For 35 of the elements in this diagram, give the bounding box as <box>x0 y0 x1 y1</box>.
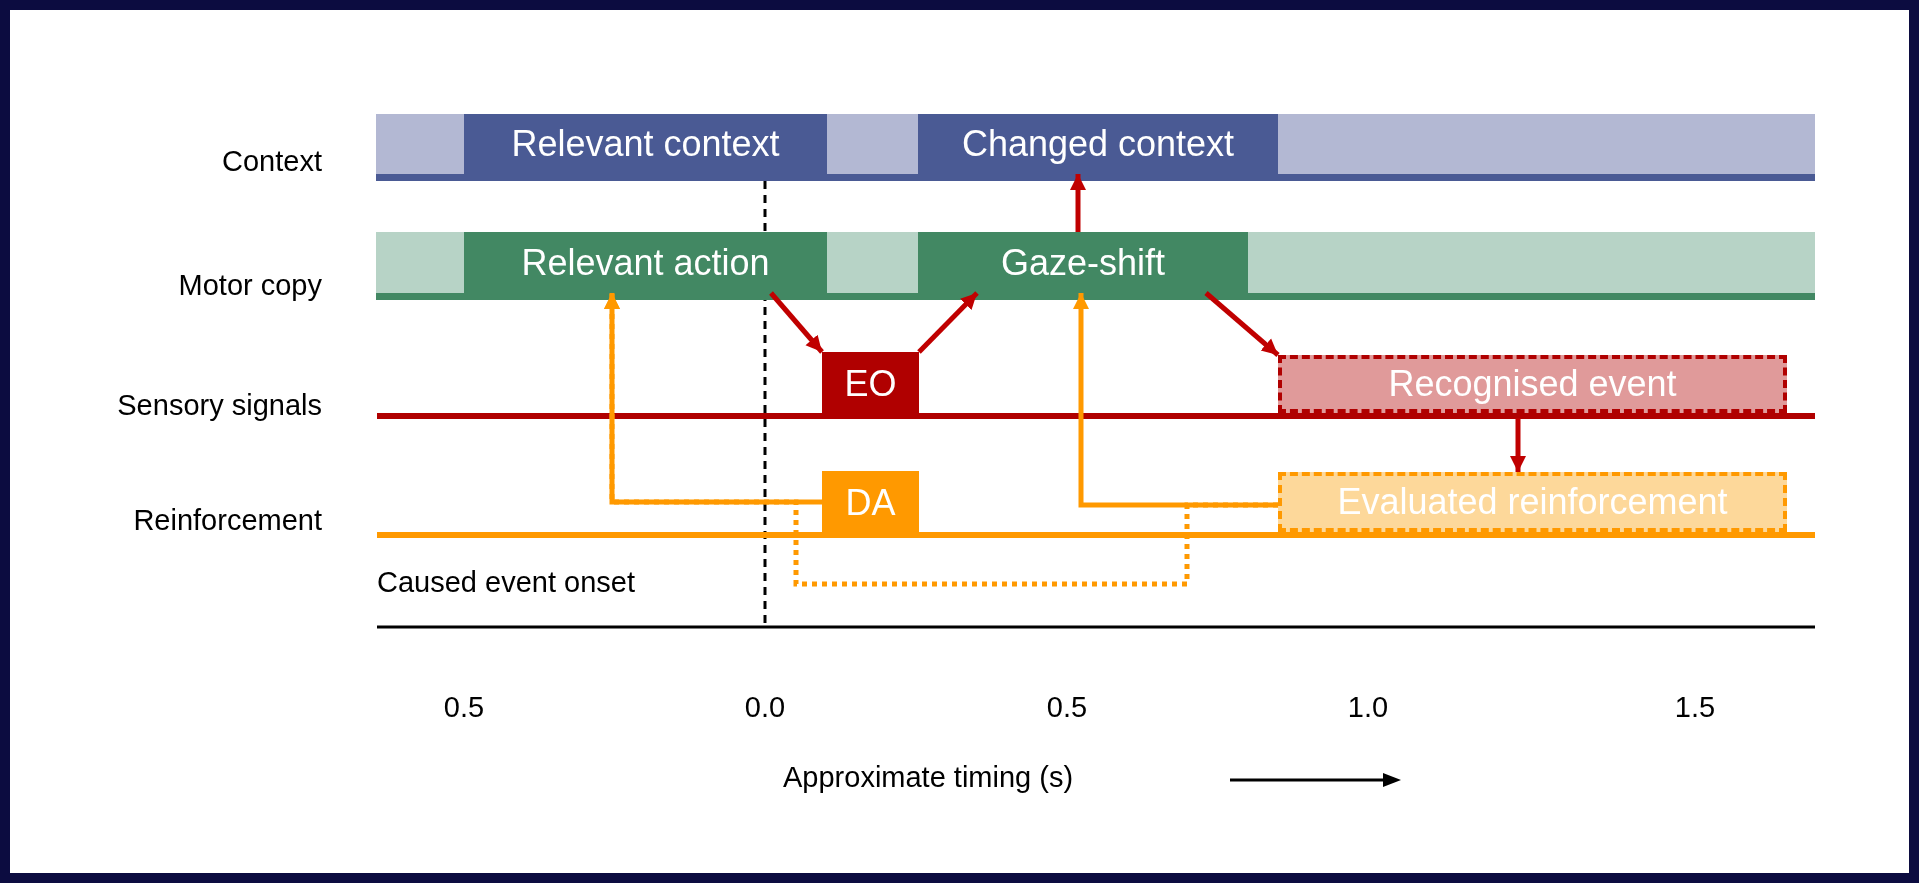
row-label: Reinforcement <box>133 503 322 537</box>
arrow <box>1070 174 1086 232</box>
row-label: Sensory signals <box>117 388 322 422</box>
arrow <box>1510 418 1526 472</box>
event-box <box>464 232 827 293</box>
event-box <box>822 352 919 416</box>
timeline-bar <box>376 232 1815 300</box>
tick-label: 1.0 <box>1347 690 1389 724</box>
event-box <box>918 232 1248 293</box>
box-text: DA <box>845 482 896 524</box>
tick-label: 0.0 <box>744 690 786 724</box>
arrow <box>1204 291 1280 357</box>
event-box <box>1278 355 1787 413</box>
arrow <box>604 293 1278 587</box>
event-box <box>822 471 919 535</box>
event-box <box>464 114 827 174</box>
event-box <box>918 114 1278 174</box>
event-box <box>1278 472 1787 532</box>
arrow <box>769 291 824 354</box>
timeline-bar <box>376 114 1815 181</box>
tick-label: 1.5 <box>1674 690 1716 724</box>
box-text: Evaluated reinforcement <box>1337 481 1728 523</box>
box-text: Changed context <box>961 123 1235 165</box>
row-label: Motor copy <box>178 268 322 302</box>
axis-title: Approximate timing (s) <box>783 760 1074 794</box>
box-text: EO <box>844 363 897 405</box>
tick-label: 0.5 <box>1046 690 1088 724</box>
tick-label: 0.5 <box>443 690 485 724</box>
box-text: Relevant action <box>521 241 770 284</box>
box-text: Recognised event <box>1388 363 1677 405</box>
box-text: Relevant context <box>511 123 780 165</box>
annotation: Caused event onset <box>377 565 635 599</box>
row-label: Context <box>222 144 322 178</box>
box-text: Gaze-shift <box>1000 241 1166 284</box>
arrow <box>917 291 979 354</box>
